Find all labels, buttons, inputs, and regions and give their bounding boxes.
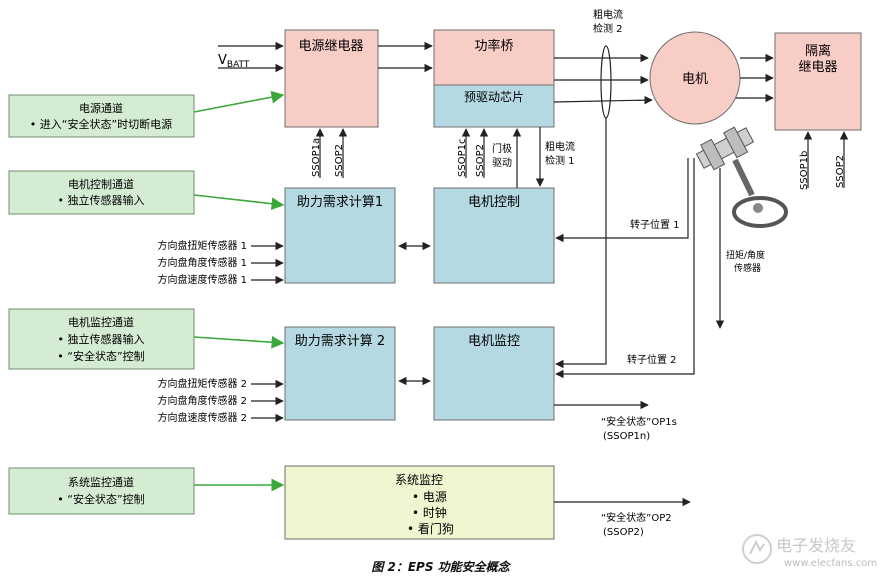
current-detect-2-arrow: [555, 118, 607, 369]
assist-calc-1-label: 助力需求计算1: [297, 195, 383, 210]
power-relay-label: 电源继电器: [298, 39, 363, 54]
callout-motor-monitor-title: 电机监控通道: [68, 315, 134, 329]
sensor-inputs-1: 方向盘扭矩传感器 1 方向盘角度传感器 1 方向盘速度传感器 1: [157, 239, 284, 286]
ssop1b-label: SSOP1b: [799, 151, 810, 190]
motor-control-label: 电机控制: [468, 195, 520, 210]
isolation-relay-box: 隔离 继电器: [774, 32, 862, 131]
pre-driver-box: 预驱动芯片: [433, 84, 555, 128]
power-bridge-box: 功率桥: [433, 29, 555, 86]
watermark-url: www.elecfans.com: [784, 558, 878, 569]
sensor1-torque-label: 方向盘扭矩传感器 1: [157, 239, 247, 252]
assist-calc-2-label: 助力需求计算 2: [295, 334, 385, 349]
callout-motor-monitor-text-1: • 独立传感器输入: [58, 332, 145, 346]
sensor2-torque-label: 方向盘扭矩传感器 2: [157, 377, 247, 390]
ssop-inputs: SSOP1a SSOP2 SSOP1c SSOP2 SSOP1b SSOP2: [311, 128, 849, 190]
callout-power-channel-text: • 进入“安全状态”时切断电源: [30, 117, 172, 131]
sensor2-angle-label: 方向盘角度传感器 2: [157, 394, 247, 407]
rotor-position-2-arrow: [555, 158, 695, 379]
system-monitor-title: 系统监控: [395, 473, 443, 487]
power-bridge-label: 功率桥: [474, 38, 513, 54]
sensor1-speed-label: 方向盘速度传感器 1: [157, 273, 247, 286]
bridge-to-motor-arrow-3: [553, 95, 653, 105]
motor-monitor-box: 电机监控: [433, 326, 555, 421]
system-monitor-box: 系统监控 • 电源 • 时钟 • 看门狗: [284, 465, 555, 540]
gate-drive-label-2: 驱动: [492, 157, 512, 169]
ssop2-label-a: SSOP2: [334, 144, 345, 177]
isolation-relay-label-1: 隔离: [805, 43, 831, 59]
sensor-inputs-2: 方向盘扭矩传感器 2 方向盘角度传感器 2 方向盘速度传感器 2: [157, 377, 284, 424]
motor: 电机: [649, 31, 741, 125]
callout-motor-monitor-text-2: • “安全状态”控制: [57, 349, 144, 363]
safe-state-op2-label: “安全状态”OP2: [601, 511, 672, 524]
isolation-relay-label-2: 继电器: [798, 60, 837, 75]
assist-calc-1-box: 助力需求计算1: [284, 187, 396, 284]
current-detect-1-label-a: 粗电流: [545, 140, 575, 153]
callout-motor-control-channel: 电机控制通道 • 独立传感器输入: [8, 170, 285, 215]
watermark: 电子发烧友 www.elecfans.com: [740, 528, 878, 576]
callout-system-monitor-text: • “安全状态”控制: [57, 492, 144, 506]
callout-system-monitor-channel: 系统监控通道 • “安全状态”控制: [8, 467, 285, 515]
system-monitor-item-watchdog: • 看门狗: [407, 521, 454, 536]
callout-system-monitor-title: 系统监控通道: [68, 475, 134, 489]
figure-caption: 图 2：EPS 功能安全概念: [371, 560, 510, 574]
safe-state-op2-code: (SSOP2): [603, 527, 644, 538]
vbatt-input: VBATT: [218, 41, 284, 73]
steering-wheel-icon: [695, 126, 788, 228]
ssop2-label-c: SSOP2: [835, 155, 846, 188]
rotor-position-1-label: 转子位置 1: [630, 218, 680, 231]
rotor-position-2-label: 转子位置 2: [627, 353, 677, 366]
gate-drive-label-1: 门极: [492, 142, 512, 155]
motor-label: 电机: [682, 72, 708, 87]
current-detect-2-label-b: 检测 2: [593, 22, 623, 35]
ssop2-label-b: SSOP2: [475, 144, 486, 177]
callout-motor-control-text: • 独立传感器输入: [58, 193, 145, 207]
sensor1-angle-label: 方向盘角度传感器 1: [157, 256, 247, 269]
system-monitor-item-clock: • 时钟: [412, 505, 447, 520]
torque-angle-label-1: 扭矩/角度: [726, 249, 765, 261]
motor-monitor-label: 电机监控: [468, 334, 520, 349]
rotor-position-1-arrow: [555, 158, 689, 243]
ssop1a-label: SSOP1a: [311, 138, 322, 177]
safe-state-op1s-code: (SSOP1n): [603, 431, 650, 442]
current-detect-1-label-b: 检测 1: [545, 154, 575, 167]
power-relay-box: 电源继电器: [284, 29, 379, 128]
sensor2-speed-label: 方向盘速度传感器 2: [157, 411, 247, 424]
callout-motor-monitor-channel: 电机监控通道 • 独立传感器输入 • “安全状态”控制: [8, 308, 285, 370]
system-monitor-item-power: • 电源: [412, 490, 447, 504]
current-sense-coil: [600, 45, 612, 119]
pre-driver-label: 预驱动芯片: [464, 90, 524, 104]
safe-state-op1s-label: “安全状态”OP1s: [601, 415, 677, 428]
callout-motor-control-title: 电机控制通道: [68, 177, 134, 191]
vbatt-label: VBATT: [218, 53, 250, 70]
assist-calc-2-box: 助力需求计算 2: [284, 326, 396, 421]
callout-power-channel-title: 电源通道: [79, 101, 123, 115]
current-detect-2-label-a: 粗电流: [593, 8, 623, 21]
motor-control-box: 电机控制: [433, 187, 555, 284]
watermark-logo-icon: [742, 534, 772, 564]
torque-angle-label-2: 传感器: [734, 262, 761, 274]
callout-power-channel: 电源通道 • 进入“安全状态”时切断电源: [8, 90, 285, 138]
watermark-text: 电子发烧友: [776, 536, 857, 555]
ssop1c-label: SSOP1c: [457, 139, 468, 177]
